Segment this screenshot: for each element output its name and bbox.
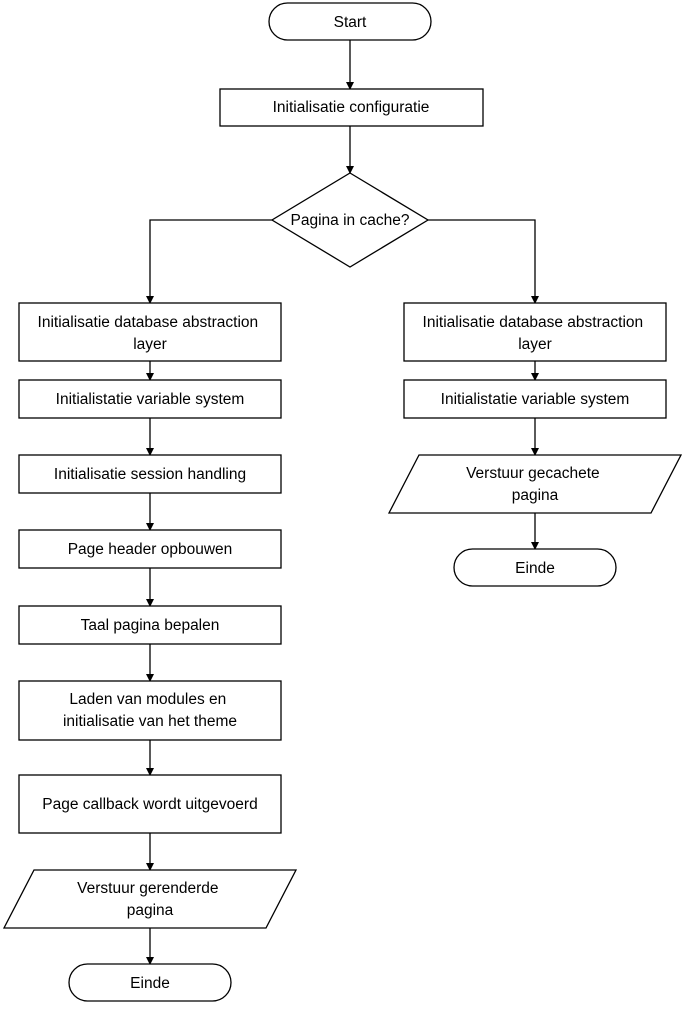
left-lang-shape: [18, 605, 282, 645]
cache-decision-label: Pagina in cache?: [291, 212, 410, 229]
left-send-shape: [2, 869, 298, 929]
right-dbal-process: Initialisatie database abstraction layer: [403, 302, 667, 362]
right-dbal-label: Initialisatie database abstraction layer: [423, 314, 648, 353]
left-modules-shape: [18, 680, 282, 741]
left-session-shape: [18, 454, 282, 494]
cache-decision-shape: [270, 172, 430, 268]
left-end-terminal: Einde: [68, 963, 232, 1002]
init-config-label: Initialisatie configuratie: [273, 99, 430, 116]
right-end-terminal: Einde: [453, 548, 617, 587]
left-varsys-shape: [18, 379, 282, 419]
right-varsys-shape: [403, 379, 667, 419]
left-header-shape: [18, 529, 282, 569]
left-varsys-process: Initialistatie variable system: [18, 379, 282, 419]
left-varsys-label: Initialistatie variable system: [56, 391, 245, 408]
left-header-process: Page header opbouwen: [18, 529, 282, 569]
left-end-label: Einde: [130, 975, 170, 992]
right-send-io: Verstuur gecachete pagina: [387, 454, 683, 514]
left-dbal-process: Initialisatie database abstraction layer: [18, 302, 282, 362]
edge-decision-to-left: [146, 219, 272, 304]
left-session-process: Initialisatie session handling: [18, 454, 282, 494]
right-send-shape: [387, 454, 683, 514]
right-varsys-process: Initialistatie variable system: [403, 379, 667, 419]
left-callback-label: Page callback wordt uitgevoerd: [42, 796, 257, 813]
start-shape: [268, 2, 432, 41]
left-lang-label: Taal pagina bepalen: [81, 617, 220, 634]
start-terminal: Start: [268, 2, 432, 41]
left-modules-label: Laden van modules en initialisatie van h…: [63, 691, 237, 730]
cache-decision: Pagina in cache?: [270, 172, 430, 268]
left-send-io: Verstuur gerenderde pagina: [2, 869, 298, 929]
right-end-shape: [453, 548, 617, 587]
left-end-shape: [68, 963, 232, 1002]
left-header-label: Page header opbouwen: [68, 541, 233, 558]
start-label: Start: [334, 14, 367, 31]
right-send-label: Verstuur gecachete pagina: [466, 465, 604, 504]
left-lang-process: Taal pagina bepalen: [18, 605, 282, 645]
left-modules-process: Laden van modules en initialisatie van h…: [18, 680, 282, 741]
left-dbal-label: Initialisatie database abstraction layer: [38, 314, 263, 353]
left-send-label: Verstuur gerenderde pagina: [77, 880, 223, 919]
left-dbal-shape: [18, 302, 282, 362]
right-varsys-label: Initialistatie variable system: [441, 391, 630, 408]
edge-decision-to-right: [428, 219, 539, 304]
connectors: [146, 40, 539, 965]
right-dbal-shape: [403, 302, 667, 362]
right-end-label: Einde: [515, 560, 555, 577]
left-callback-process: Page callback wordt uitgevoerd: [18, 774, 282, 834]
left-session-label: Initialisatie session handling: [54, 466, 246, 483]
init-config-process: Initialisatie configuratie: [219, 88, 484, 127]
init-config-shape: [219, 88, 484, 127]
left-callback-shape: [18, 774, 282, 834]
